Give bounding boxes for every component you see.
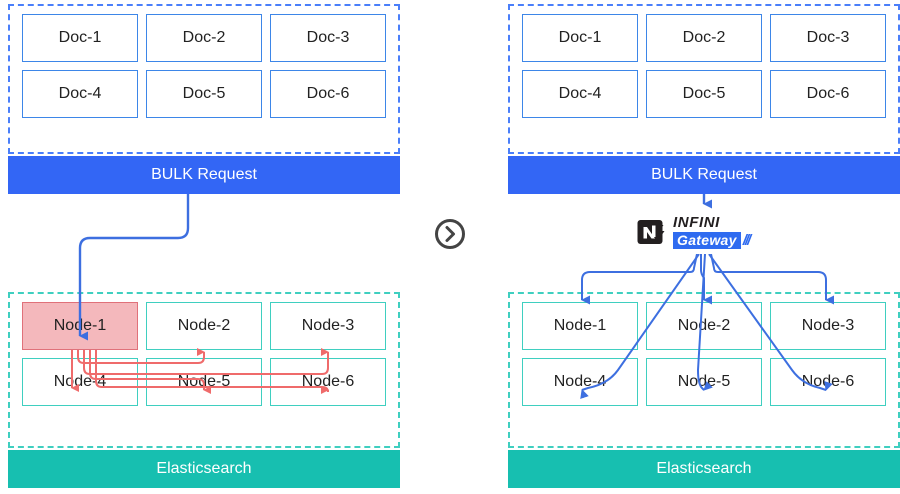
chevron-right-circle-icon bbox=[435, 219, 465, 249]
documents-grid-right: Doc-1 Doc-2 Doc-3 Doc-4 Doc-5 Doc-6 bbox=[522, 14, 886, 118]
node-cell[interactable]: Node-6 bbox=[270, 358, 386, 406]
doc-cell[interactable]: Doc-2 bbox=[146, 14, 262, 62]
nodes-grid-left: Node-1 Node-2 Node-3 Node-4 Node-5 Node-… bbox=[22, 302, 386, 406]
node-cell[interactable]: Node-4 bbox=[22, 358, 138, 406]
documents-grid-left: Doc-1 Doc-2 Doc-3 Doc-4 Doc-5 Doc-6 bbox=[22, 14, 386, 118]
panel-direct: Doc-1 Doc-2 Doc-3 Doc-4 Doc-5 Doc-6 BULK… bbox=[8, 0, 400, 494]
infini-n-mark-icon bbox=[637, 220, 665, 244]
node-cell-hot[interactable]: Node-1 bbox=[22, 302, 138, 350]
bulk-request-bar-right: BULK Request bbox=[508, 156, 900, 194]
doc-cell[interactable]: Doc-6 bbox=[770, 70, 886, 118]
nodes-grid-right: Node-1 Node-2 Node-3 Node-4 Node-5 Node-… bbox=[522, 302, 886, 406]
gateway-wordmark: INFINI Gateway /// bbox=[673, 214, 751, 249]
bulk-request-bar-left: BULK Request bbox=[8, 156, 400, 194]
doc-cell[interactable]: Doc-1 bbox=[522, 14, 638, 62]
doc-cell[interactable]: Doc-4 bbox=[22, 70, 138, 118]
separator-chevron bbox=[432, 216, 468, 252]
doc-cell[interactable]: Doc-1 bbox=[22, 14, 138, 62]
node-cell[interactable]: Node-5 bbox=[146, 358, 262, 406]
gateway-product: Gateway bbox=[673, 232, 741, 249]
doc-cell[interactable]: Doc-3 bbox=[770, 14, 886, 62]
node-cell[interactable]: Node-2 bbox=[646, 302, 762, 350]
gateway-slashes: /// bbox=[742, 232, 751, 249]
elasticsearch-bar-right: Elasticsearch bbox=[508, 450, 900, 488]
node-cell[interactable]: Node-1 bbox=[522, 302, 638, 350]
panel-gateway: Doc-1 Doc-2 Doc-3 Doc-4 Doc-5 Doc-6 BULK… bbox=[508, 0, 900, 494]
doc-cell[interactable]: Doc-4 bbox=[522, 70, 638, 118]
doc-cell[interactable]: Doc-2 bbox=[646, 14, 762, 62]
node-cell[interactable]: Node-5 bbox=[646, 358, 762, 406]
doc-cell[interactable]: Doc-3 bbox=[270, 14, 386, 62]
doc-cell[interactable]: Doc-5 bbox=[646, 70, 762, 118]
doc-cell[interactable]: Doc-5 bbox=[146, 70, 262, 118]
elasticsearch-bar-left: Elasticsearch bbox=[8, 450, 400, 488]
node-cell[interactable]: Node-4 bbox=[522, 358, 638, 406]
node-cell[interactable]: Node-6 bbox=[770, 358, 886, 406]
infini-gateway-logo: INFINI Gateway /// bbox=[637, 210, 763, 254]
node-cell[interactable]: Node-3 bbox=[270, 302, 386, 350]
doc-cell[interactable]: Doc-6 bbox=[270, 70, 386, 118]
node-cell[interactable]: Node-3 bbox=[770, 302, 886, 350]
gateway-brand: INFINI bbox=[673, 214, 720, 231]
node-cell[interactable]: Node-2 bbox=[146, 302, 262, 350]
